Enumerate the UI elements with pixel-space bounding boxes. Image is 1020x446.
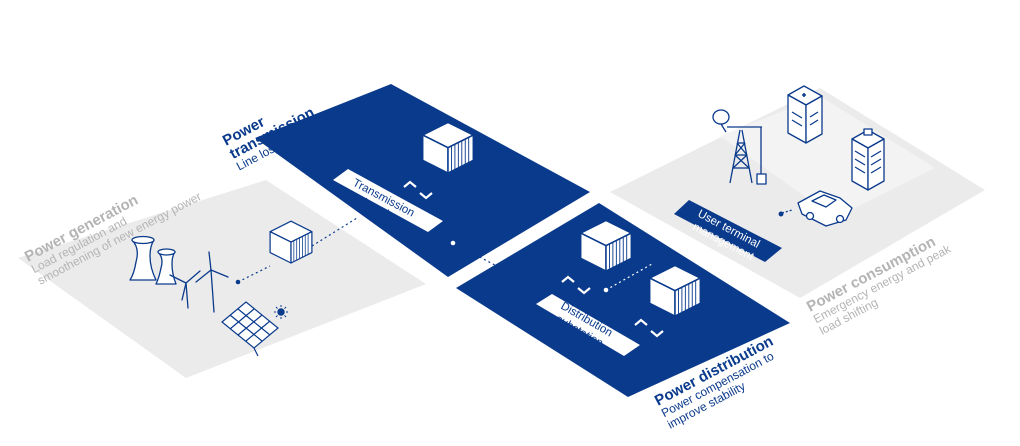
- transmission-panel: [255, 84, 590, 277]
- distribution-panel: [456, 203, 790, 397]
- generation-panel: [18, 180, 426, 378]
- connector-distribution-internal: [605, 263, 653, 291]
- connector-dot: [528, 281, 534, 287]
- connector-dot: [603, 287, 609, 293]
- wind-turbine-icon: [169, 251, 229, 313]
- oil-derrick-icon: [712, 109, 767, 185]
- office-building-icon: [851, 128, 885, 191]
- connector-generation-transmission: [311, 217, 358, 247]
- connector-dot: [450, 240, 456, 246]
- connector-generation-storage: [237, 265, 271, 283]
- consumption-panel: [610, 88, 985, 298]
- hospital-icon: [787, 85, 823, 144]
- solar-panel-icon: [221, 301, 279, 357]
- sun-icon: [274, 305, 288, 319]
- electric-car-icon: [778, 190, 853, 227]
- consumption-inner-panel: [720, 96, 935, 218]
- connector-dot: [235, 279, 241, 285]
